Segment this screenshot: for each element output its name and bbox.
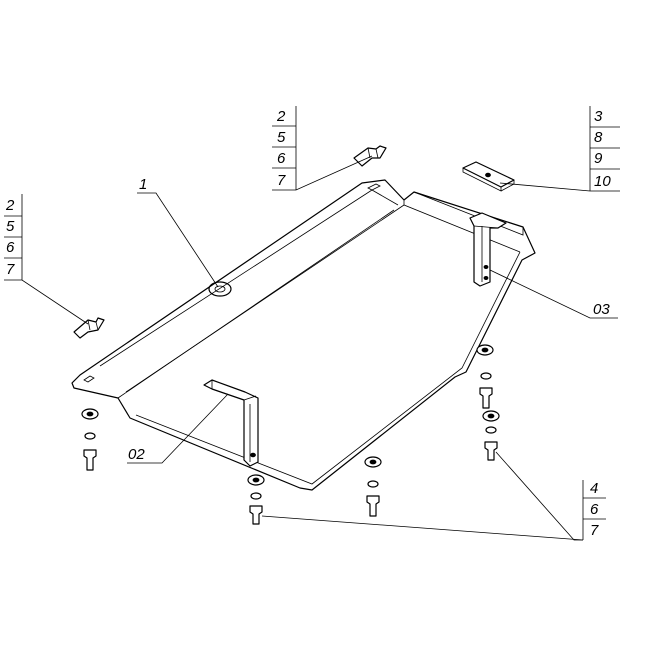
- callout-top-stack: 2 5 6 7: [272, 106, 297, 190]
- callout-fastener-6: 6: [590, 501, 599, 518]
- callout-fastener-7: 7: [590, 522, 599, 539]
- callout-top-5: 5: [277, 129, 286, 146]
- callout-plate-10: 10: [594, 173, 611, 190]
- fastener-set-4: [476, 344, 500, 461]
- callout-top-2: 2: [276, 108, 286, 125]
- callout-left-2: 2: [5, 197, 15, 214]
- callout-fastener-stack: 4 6 7: [582, 480, 606, 540]
- callout-left-5: 5: [6, 218, 15, 235]
- callout-fastener-4: 4: [590, 480, 598, 497]
- callout-part-02: 02: [128, 446, 145, 463]
- tapping-plate: [462, 161, 515, 192]
- callout-plate-9: 9: [594, 150, 603, 167]
- clip-nut-left: [73, 317, 105, 339]
- leader-lines: [4, 155, 620, 541]
- skid-plate-panel: [71, 179, 536, 491]
- callout-plate-stack: 3 8 9 10: [589, 106, 620, 191]
- clip-nut-top: [353, 145, 387, 167]
- callout-left-6: 6: [6, 239, 15, 256]
- callout-left-stack: 2 5 6 7: [4, 194, 23, 280]
- bracket-03: [469, 212, 507, 287]
- callout-left-7: 7: [6, 261, 15, 278]
- callout-top-6: 6: [277, 150, 286, 167]
- bracket-02: [203, 379, 259, 467]
- fastener-set-1: [81, 408, 99, 471]
- callout-plate-3: 3: [594, 108, 603, 125]
- fastener-set-2: [247, 474, 265, 525]
- callout-part-03: 03: [593, 301, 610, 318]
- callout-plate-8: 8: [594, 129, 603, 146]
- fastener-set-3: [364, 456, 382, 517]
- callout-top-7: 7: [277, 172, 286, 189]
- callout-part-1: 1: [139, 176, 147, 193]
